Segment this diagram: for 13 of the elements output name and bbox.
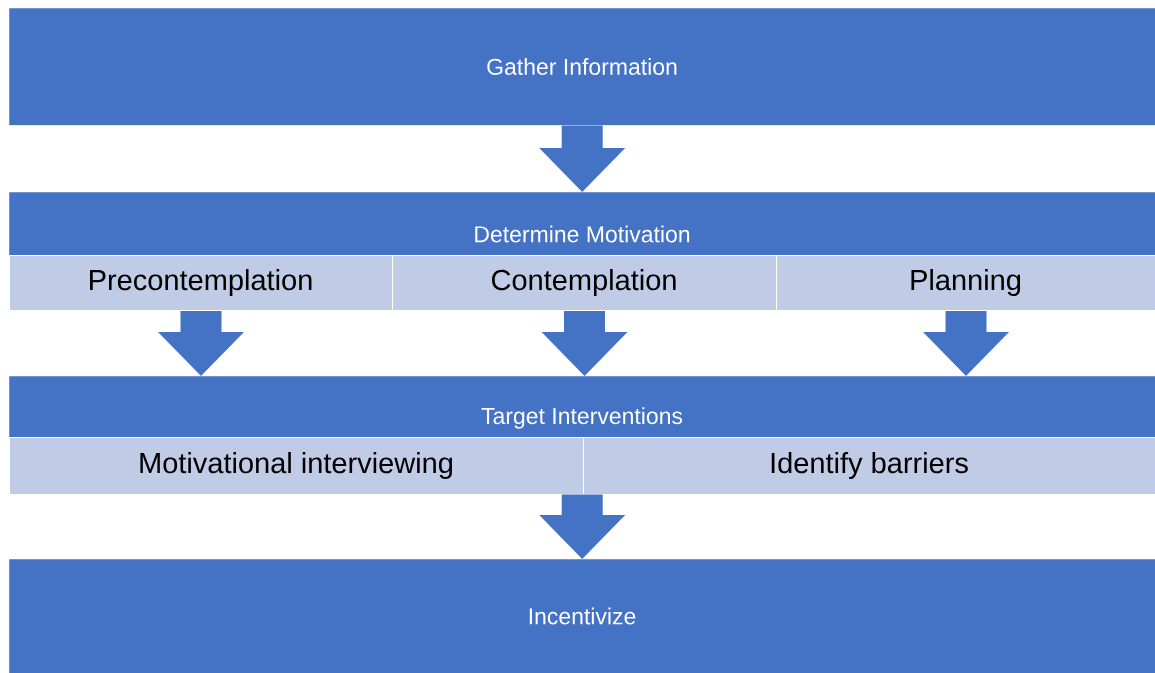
block-arrow: [923, 311, 1009, 376]
block-arrow: [541, 311, 628, 376]
stage-cell: Contemplation: [392, 255, 777, 311]
block-arrow: [539, 125, 626, 192]
stage-cell: Identify barriers: [583, 437, 1155, 495]
node-label: Identify barriers: [771, 451, 968, 480]
stage-cell: Precontemplation: [9, 255, 393, 311]
block-arrow: [539, 494, 626, 559]
stage-cell: Motivational interviewing: [9, 437, 584, 495]
stage-band: Incentivize: [9, 559, 1155, 673]
stage-cell: Planning: [776, 255, 1155, 311]
stage-band: Gather Information: [9, 8, 1155, 126]
block-arrow: [158, 311, 244, 376]
